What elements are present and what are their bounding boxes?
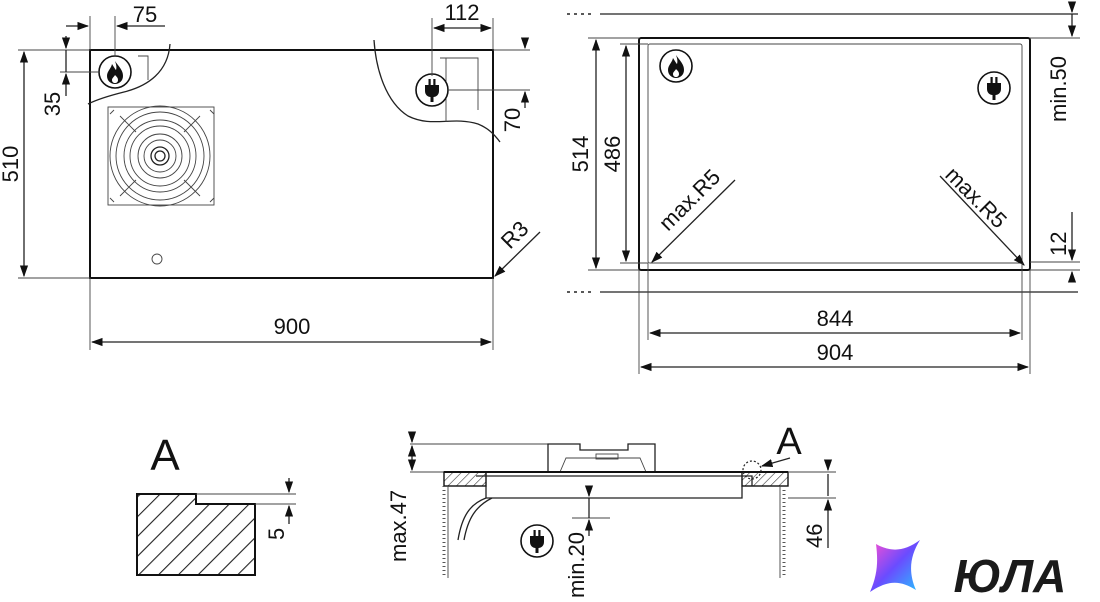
dim-detail-depth: 5 [264,528,289,540]
pan-support [547,443,656,472]
dim-width: 900 [274,314,311,339]
detail-a-callout: A [776,421,802,463]
dim-outer-width: 904 [817,340,854,365]
hob-outline [89,49,494,279]
side-view: max.47 A min.20 4 [386,421,836,598]
dim-electric-offset-y: 70 [500,108,525,132]
edge-profile [136,493,256,576]
dim-electric-offset-x: 112 [444,0,479,25]
gas-zone-boundary [87,43,171,105]
dim-radius-right: max.R5 [940,162,1011,233]
logo-text: ЮЛА [954,550,1067,602]
brand-logo: ЮЛА [870,540,1066,602]
plug-icon [977,71,1011,105]
dim-height: 510 [0,146,23,183]
top-view: 900 510 75 35 112 70 R3 [0,0,541,350]
hob-body [485,486,743,499]
cutout-view: max.R5 max.R5 514 486 min.50 12 844 904 [567,1,1080,374]
flame-icon [659,49,693,83]
electric-zone-boundary [373,39,501,143]
logo-mark-icon [870,540,920,592]
flame-icon [98,55,132,89]
cutout-inner [647,43,1023,264]
dim-inner-width: 844 [817,306,854,331]
dim-gas-offset-y: 35 [40,92,65,116]
cutout-outer [638,37,1031,271]
dim-inner-height: 486 [600,136,625,173]
power-cable [457,497,487,541]
dim-gas-offset-x: 75 [133,2,157,27]
dim-outer-height: 514 [568,136,593,173]
plug-icon [520,524,554,558]
knob-hole [151,253,163,265]
worktop-left [443,471,487,487]
burner-grate [107,105,215,207]
dim-min-clearance: min.50 [1046,56,1071,122]
detail-a-marker [742,460,762,480]
plug-icon [415,73,449,107]
dim-min-under: min.20 [564,532,589,598]
dim-side-depth: 46 [802,524,827,548]
dim-edge-margin: 12 [1046,232,1071,256]
detail-a: A 5 [136,431,296,576]
detail-label: A [150,431,180,480]
dim-max-height: max.47 [386,490,411,562]
dim-corner-radius: R3 [496,216,534,254]
